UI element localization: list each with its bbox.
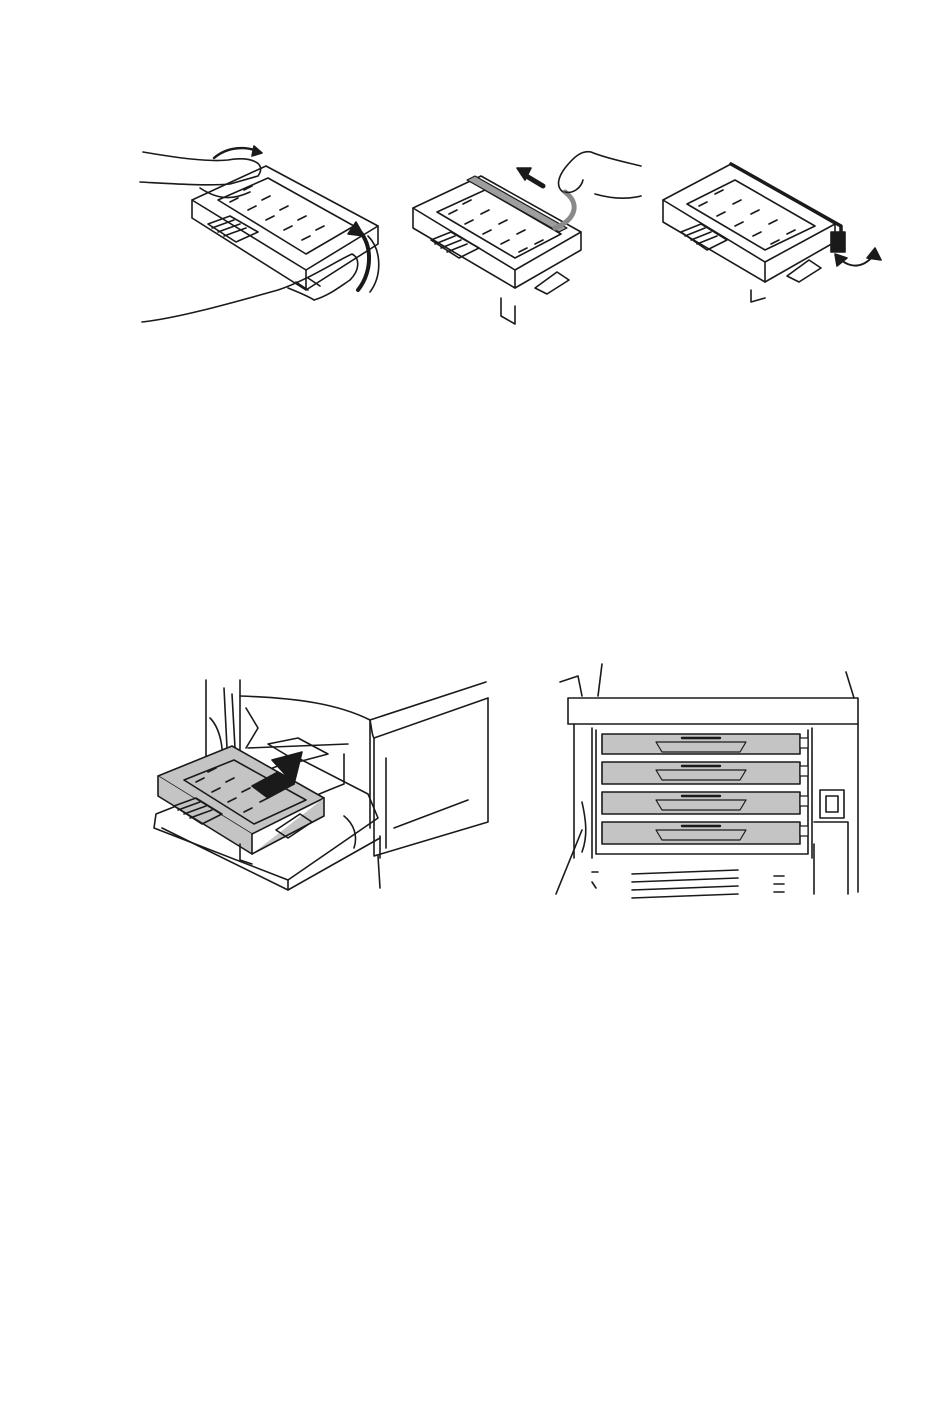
cap-icon <box>831 232 845 252</box>
figure-shake-cartridge <box>138 140 388 330</box>
figure-remove-cap <box>655 150 895 305</box>
pull-arrow-icon <box>517 168 543 186</box>
hands-icon <box>138 140 388 330</box>
rotate-arrow-icon <box>214 146 379 292</box>
cartridge-icon <box>663 164 841 302</box>
hand-icon <box>559 152 641 198</box>
figure-remove-seal <box>405 148 645 328</box>
figure-installed-cartridges <box>552 662 872 902</box>
figure-insert-cartridge <box>148 668 493 898</box>
cartridge-slot-icon <box>602 734 800 844</box>
cartridge-icon <box>413 176 581 324</box>
